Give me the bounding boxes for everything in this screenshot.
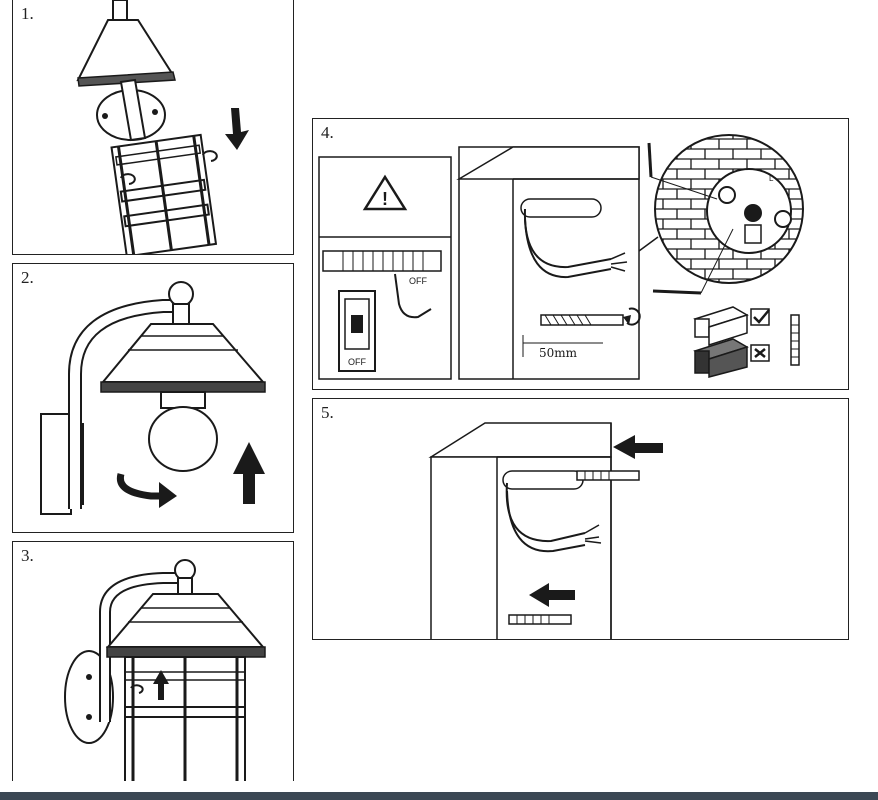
lamp-shade [76, 19, 175, 82]
lamp-shade [105, 593, 266, 648]
step-5-illustration [428, 422, 663, 639]
wood-block-wrong [693, 338, 770, 378]
check-icon [753, 309, 770, 324]
step-1-illustration [76, 0, 249, 254]
svg-text:!: ! [382, 189, 388, 209]
up-arrow-icon [233, 442, 265, 504]
wall-plug-icon [576, 470, 640, 481]
step-number: 2. [21, 268, 34, 287]
step-4-panel: 4. ! OFF OFF [312, 118, 849, 390]
cross-icon [754, 348, 766, 358]
step-4-illustration: ! OFF OFF [318, 134, 804, 380]
rotate-screw-icon [130, 684, 144, 694]
bottom-bar [0, 792, 878, 800]
drill-depth-label: 50mm [539, 346, 578, 360]
down-arrow-icon [225, 108, 249, 150]
left-arrow-icon [613, 435, 663, 459]
lantern-cage [110, 133, 218, 254]
rotate-arrow-icon [116, 473, 163, 500]
light-bulb [148, 406, 218, 472]
rotate-screw-icon [120, 150, 218, 185]
step-number: 1. [21, 4, 34, 23]
step-5-panel: 5. [312, 398, 849, 640]
step-number: 5. [321, 403, 334, 422]
off-switch-label: OFF [348, 357, 366, 367]
wall-plug-icon [790, 314, 800, 366]
lamp-shade [100, 323, 266, 383]
terminal-l-label: L [769, 174, 774, 183]
step-1-panel: 1. [12, 0, 294, 255]
left-arrow-icon-lower [529, 583, 575, 607]
step-3-illustration [64, 559, 266, 781]
drill-bit-icon [540, 307, 641, 326]
wood-block-correct [693, 306, 770, 347]
hand-icon [394, 273, 432, 319]
step-3-panel: 3. [12, 541, 294, 781]
step-number: 3. [21, 546, 34, 565]
off-breaker-label: OFF [409, 276, 427, 286]
step-2-illustration [40, 281, 266, 515]
warning-icon [362, 174, 408, 211]
step-number: 4. [321, 123, 334, 142]
up-arrow-icon [153, 670, 169, 700]
wall-plug-icon-lower [508, 614, 572, 625]
step-2-panel: 2. [12, 263, 294, 533]
screw-icon [647, 142, 653, 178]
